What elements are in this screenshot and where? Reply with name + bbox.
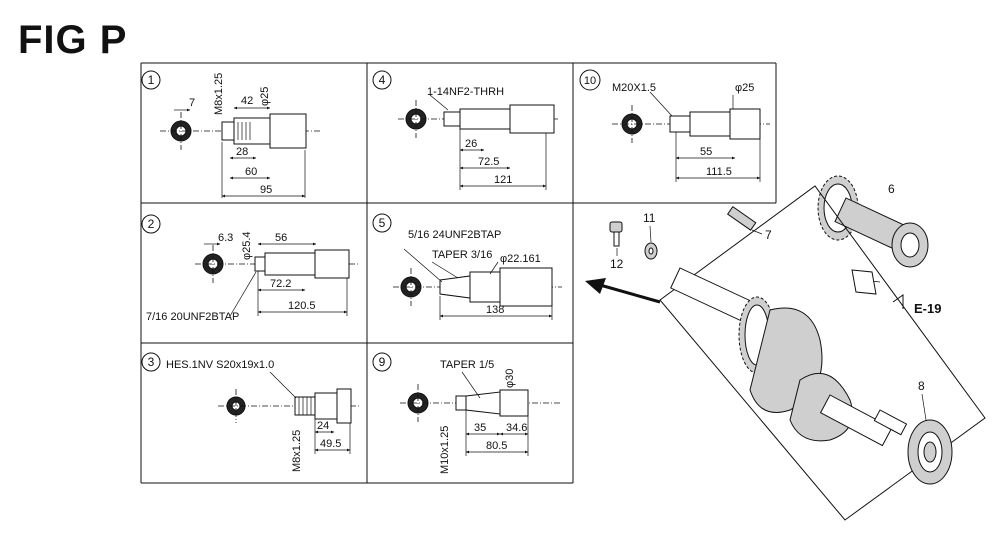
- dim: 5/16 24UNF2BTAP: [408, 229, 501, 241]
- dim: φ30: [504, 369, 516, 388]
- ref-label: E-19: [914, 301, 941, 316]
- panel-number-badge: [372, 352, 392, 372]
- dim: φ25.4: [241, 231, 253, 260]
- panel-number: 10: [584, 75, 596, 87]
- dim: 7/16 20UNF2BTAP: [146, 311, 239, 323]
- panel-number-badge: [141, 352, 161, 372]
- panel-number: 5: [379, 216, 386, 230]
- dim: HES.1NV S20x19x1.0: [166, 359, 274, 371]
- dim: 111.5: [706, 166, 732, 178]
- dim: M20X1.5: [612, 82, 656, 94]
- dim: 95: [260, 184, 272, 196]
- dim: φ25: [735, 82, 754, 94]
- panel-number: 2: [148, 217, 155, 231]
- callouts: 6 7 8 11 12: [610, 182, 927, 421]
- dim: M10x1.25: [439, 426, 451, 474]
- callout-7: 7: [765, 228, 772, 242]
- dim: φ25: [259, 87, 271, 106]
- panel-number-badge: [372, 70, 392, 90]
- key-7: [726, 205, 757, 231]
- variant-grid: [140, 62, 777, 484]
- panel-number: 4: [379, 73, 386, 87]
- panel-number-badge: [579, 69, 601, 91]
- panel-number: 1: [148, 73, 155, 87]
- dim: φ22.161: [500, 253, 541, 265]
- dim: 121: [494, 174, 512, 186]
- panel-number-badge: [141, 214, 161, 234]
- dim: 35: [474, 422, 486, 434]
- dim: M8x1.25: [291, 430, 303, 472]
- panel-5: 5 5/16 24UNF2BTAP TAPER 3/16 φ22.161 138: [372, 213, 562, 320]
- panel-9: 9 TAPER 1/5 φ30 35 34.6 80.5 M10x1.25: [372, 352, 562, 474]
- callout-8: 8: [918, 379, 925, 393]
- crankshaft-box: [659, 185, 986, 521]
- dim: 80.5: [486, 440, 507, 452]
- dim: 1-14NF2-THRH: [427, 86, 504, 98]
- dim: 138: [486, 304, 504, 316]
- dim: M8x1.25: [213, 73, 225, 115]
- bearing-8: [907, 419, 953, 485]
- panel-4: 4 1-14NF2-THRH 26 72.5 121: [372, 70, 560, 190]
- dim: TAPER 1/5: [440, 359, 494, 371]
- panel-10: 10 M20X1.5 φ25 55 111.5: [579, 69, 770, 182]
- panel-number-badge: [141, 70, 161, 90]
- callout-12: 12: [610, 257, 624, 271]
- dim: 72.5: [478, 156, 499, 168]
- washer-11: [644, 242, 658, 260]
- dim: 26: [465, 138, 477, 150]
- pointer-arrow: [585, 278, 661, 304]
- panel-1: 1 7 M8x1.25 42 φ25 28 60 95: [141, 70, 320, 198]
- panel-number-badge: [372, 213, 392, 233]
- panel-number: 9: [379, 355, 386, 369]
- dim: 42: [241, 95, 253, 107]
- dim: 28: [236, 146, 248, 158]
- callout-6: 6: [888, 182, 895, 196]
- dim: 49.5: [320, 438, 341, 450]
- gear-6: [817, 175, 929, 295]
- dim: 56: [275, 232, 287, 244]
- dim: 24: [317, 420, 329, 432]
- bolt-12: [609, 221, 623, 247]
- dim: 6.3: [218, 232, 233, 244]
- dim: 120.5: [288, 300, 316, 312]
- panel-number: 3: [148, 355, 155, 369]
- dim: 72.2: [270, 278, 291, 290]
- dim: 60: [245, 166, 257, 178]
- dim: 7: [189, 97, 195, 109]
- ref-e19: E-19: [892, 294, 941, 316]
- panel-2: 2 6.3 φ25.4 56 72.2 120.5 7/16 20UNF2BTA…: [141, 214, 360, 323]
- dim: 34.6: [506, 422, 527, 434]
- dim: 55: [700, 146, 712, 158]
- callout-11: 11: [643, 211, 656, 225]
- panel-3: 3 HES.1NV S20x19x1.0 24 49.5 M8x1.25: [141, 352, 360, 472]
- dim: TAPER 3/16: [432, 249, 492, 261]
- crankshaft: [670, 267, 908, 447]
- figure-title: FIG P: [18, 18, 128, 62]
